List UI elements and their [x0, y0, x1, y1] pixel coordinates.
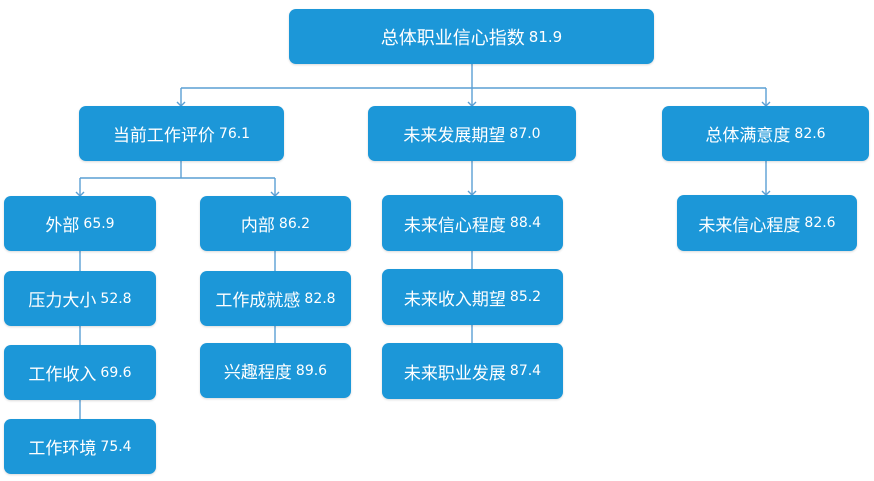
node-label: 兴趣程度 — [223, 363, 292, 383]
node-label: 压力大小 — [28, 291, 97, 311]
node-value: 88.4 — [509, 215, 542, 231]
node-value: 87.0 — [509, 125, 541, 142]
node-label: 工作成就感 — [215, 291, 301, 311]
node-work-income: 工作收入 69.6 — [4, 345, 156, 400]
node-value: 87.4 — [509, 363, 542, 379]
node-value: 82.6 — [794, 125, 826, 142]
node-future-career: 未来职业发展 87.4 — [382, 343, 563, 399]
node-label: 总体满意度 — [705, 126, 791, 146]
node-value: 75.4 — [100, 438, 132, 455]
node-value: 65.9 — [83, 215, 115, 232]
node-interest: 兴趣程度 89.6 — [200, 343, 351, 398]
node-label: 工作收入 — [28, 365, 97, 385]
node-label: 未来收入期望 — [403, 289, 506, 310]
node-label: 内部 — [240, 216, 275, 236]
node-future-confidence: 未来信心程度 88.4 — [382, 195, 563, 251]
node-value: 85.2 — [509, 289, 542, 305]
node-value: 81.9 — [528, 27, 563, 46]
node-label: 未来发展期望 — [403, 126, 506, 146]
node-value: 82.6 — [804, 215, 836, 231]
node-pressure: 压力大小 52.8 — [4, 271, 156, 326]
node-label: 工作环境 — [28, 439, 97, 459]
node-satisfaction-confidence: 未来信心程度 82.6 — [677, 195, 857, 251]
node-overall-satisfaction: 总体满意度 82.6 — [662, 106, 869, 161]
node-value: 52.8 — [100, 290, 132, 307]
node-label: 未来信心程度 — [698, 215, 801, 236]
node-label: 未来信心程度 — [403, 215, 506, 236]
node-future-expectation: 未来发展期望 87.0 — [368, 106, 576, 161]
node-value: 89.6 — [295, 362, 328, 379]
node-achievement: 工作成就感 82.8 — [200, 271, 351, 326]
node-label: 外部 — [45, 216, 80, 236]
node-value: 69.6 — [100, 364, 132, 381]
node-work-environment: 工作环境 75.4 — [4, 419, 156, 474]
node-total-index: 总体职业信心指数 81.9 — [289, 9, 654, 64]
node-current-work: 当前工作评价 76.1 — [79, 106, 284, 161]
node-value: 76.1 — [218, 125, 251, 142]
node-future-income: 未来收入期望 85.2 — [382, 269, 563, 325]
node-label: 总体职业信心指数 — [380, 27, 525, 49]
node-value: 82.8 — [304, 290, 336, 307]
node-label: 未来职业发展 — [403, 363, 506, 384]
node-external: 外部 65.9 — [4, 196, 156, 251]
node-value: 86.2 — [278, 215, 311, 232]
node-label: 当前工作评价 — [112, 126, 215, 146]
node-internal: 内部 86.2 — [200, 196, 351, 251]
